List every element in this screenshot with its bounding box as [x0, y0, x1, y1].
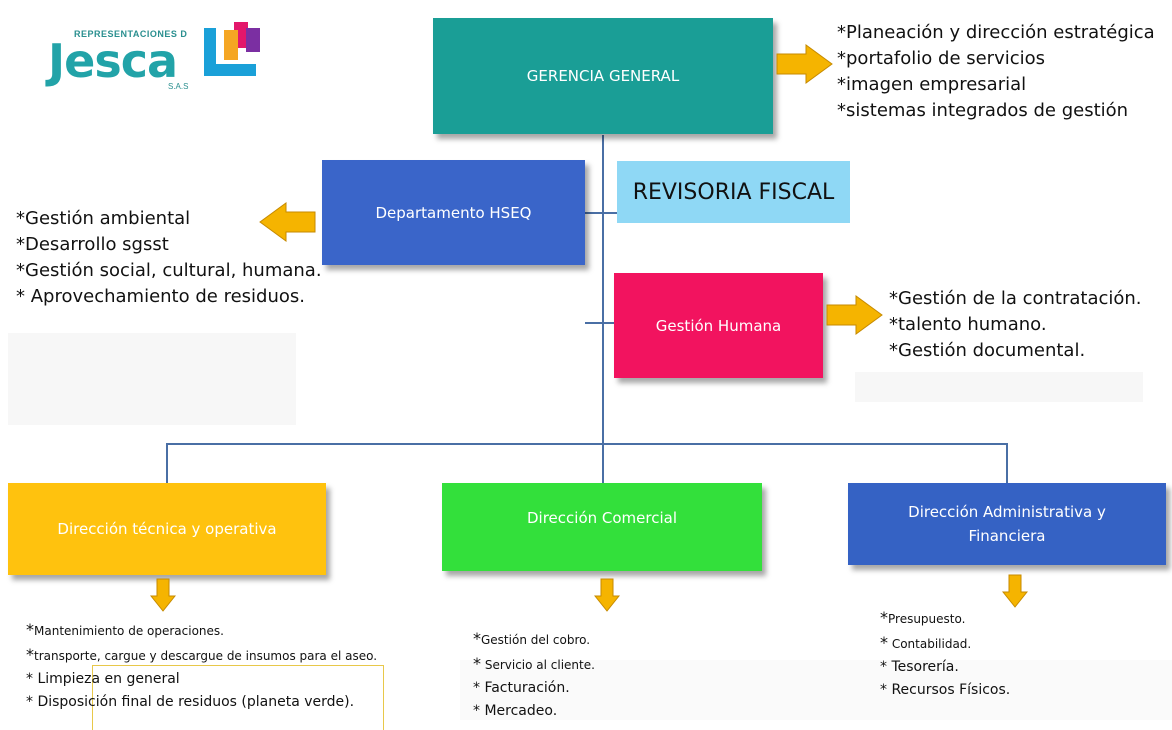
direccion-tecnica-box: Dirección técnica y operativa: [8, 483, 326, 575]
logo-top-text: REPRESENTACIONES D: [74, 29, 188, 39]
list-item: * Aprovechamiento de residuos.: [16, 286, 305, 307]
background-panel: [8, 333, 296, 425]
list-item: *sistemas integrados de gestión: [837, 100, 1129, 121]
list-item: *Gestión del cobro.: [473, 629, 591, 648]
gestion-humana-list: *Gestión de la contratación. *talento hu…: [889, 286, 1142, 364]
direccion-comercial-box: Dirección Comercial: [442, 483, 762, 571]
direccion-administrativa-list: *Presupuesto. * Contabilidad. * Tesorerí…: [880, 606, 1010, 702]
connector-line: [602, 135, 604, 445]
connector-line: [166, 443, 168, 483]
direccion-comercial-title: Dirección Comercial: [527, 509, 677, 527]
revisoria-fiscal-box: REVISORIA FISCAL: [617, 161, 850, 223]
hseq-title: Departamento HSEQ: [375, 203, 532, 222]
list-item: * Servicio al cliente.: [473, 654, 595, 673]
list-item: *imagen empresarial: [837, 74, 1027, 95]
company-logo: REPRESENTACIONES D Jesca S.A.S: [40, 20, 280, 92]
list-item: *Gestión documental.: [889, 340, 1086, 361]
direccion-tecnica-title: Dirección técnica y operativa: [57, 520, 277, 538]
gestion-humana-title: Gestión Humana: [655, 316, 782, 335]
list-item: * Limpieza en general: [26, 671, 180, 687]
list-item: *talento humano.: [889, 314, 1047, 335]
arrow-right-icon: [776, 44, 833, 84]
list-item: * Recursos Físicos.: [880, 682, 1011, 698]
direccion-administrativa-title: Dirección Administrativa y Financiera: [908, 503, 1106, 545]
logo-suffix: S.A.S: [168, 82, 189, 91]
arrow-down-icon: [594, 578, 620, 612]
list-item: * Disposición final de residuos (planeta…: [26, 694, 355, 710]
direccion-comercial-list: *Gestión del cobro. * Servicio al client…: [473, 627, 595, 723]
arrow-left-icon: [259, 202, 316, 242]
connector-line: [166, 443, 1008, 445]
list-item: *Gestión ambiental: [16, 208, 191, 229]
list-item: *Presupuesto.: [880, 608, 966, 627]
list-item: *portafolio de servicios: [837, 48, 1046, 69]
direccion-tecnica-list: *Mantenimiento de operaciones. *transpor…: [26, 618, 377, 714]
connector-line: [585, 212, 617, 214]
background-panel: [855, 372, 1143, 402]
connector-line: [602, 443, 604, 483]
hseq-list: *Gestión ambiental *Desarrollo sgsst *Ge…: [16, 206, 322, 310]
list-item: * Contabilidad.: [880, 633, 972, 652]
arrow-right-icon: [826, 295, 883, 335]
list-item: *Desarrollo sgsst: [16, 234, 169, 255]
list-item: * Facturación.: [473, 680, 570, 696]
revisoria-fiscal-title: REVISORIA FISCAL: [632, 179, 835, 205]
arrow-down-icon: [150, 578, 176, 612]
list-item: *Gestión de la contratación.: [889, 288, 1142, 309]
gestion-humana-box: Gestión Humana: [614, 273, 823, 378]
hseq-box: Departamento HSEQ: [322, 160, 585, 265]
logo-mark-icon: [204, 22, 260, 76]
gerencia-general-box: GERENCIA GENERAL: [433, 18, 773, 134]
direccion-administrativa-box: Dirección Administrativa y Financiera: [848, 483, 1166, 565]
list-item: *Planeación y dirección estratégica: [837, 22, 1155, 43]
list-item: *transporte, cargue y descargue de insum…: [26, 645, 378, 664]
list-item: * Mercadeo.: [473, 703, 558, 719]
gerencia-list: *Planeación y dirección estratégica *por…: [837, 20, 1155, 124]
connector-line: [1006, 443, 1008, 483]
list-item: *Mantenimiento de operaciones.: [26, 620, 224, 639]
connector-line: [585, 322, 615, 324]
background-panel: [460, 660, 1172, 720]
gerencia-general-title: GERENCIA GENERAL: [526, 67, 680, 85]
logo-name: Jesca: [48, 34, 178, 88]
list-item: * Tesorería.: [880, 659, 959, 675]
arrow-down-icon: [1002, 574, 1028, 608]
outline-frame: [92, 665, 384, 730]
list-item: *Gestión social, cultural, humana.: [16, 260, 322, 281]
